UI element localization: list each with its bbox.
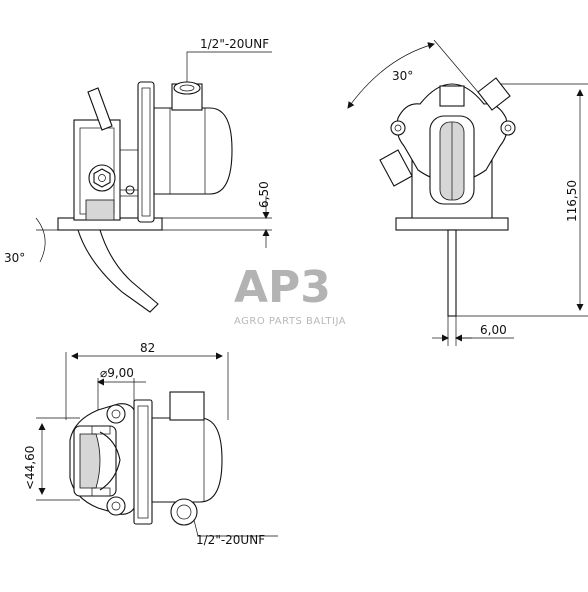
height-dimension-650: 6,50 (257, 181, 271, 208)
company-logo: AP3 AGRO PARTS BALTIJA (234, 262, 346, 327)
thread-label-top: 1/2"-20UNF (200, 37, 269, 51)
height-dimension-11650: 116,50 (565, 180, 579, 222)
width-dimension-600: 6,00 (480, 323, 507, 337)
logo-main-text: AP3 (234, 262, 331, 313)
diameter-dimension-900: ⌀9,00 (100, 366, 134, 380)
side-view (35, 51, 272, 313)
thread-label-bottom: 1/2"-20UNF (196, 533, 265, 547)
angle-label-left: 30° (4, 251, 25, 265)
logo-sub-text: AGRO PARTS BALTIJA (234, 316, 346, 327)
top-view (36, 352, 278, 537)
length-dimension-82: 82 (140, 341, 155, 355)
front-view (347, 39, 588, 346)
height-dimension-4460: <44,60 (23, 446, 37, 490)
angle-label-right: 30° (392, 69, 413, 83)
